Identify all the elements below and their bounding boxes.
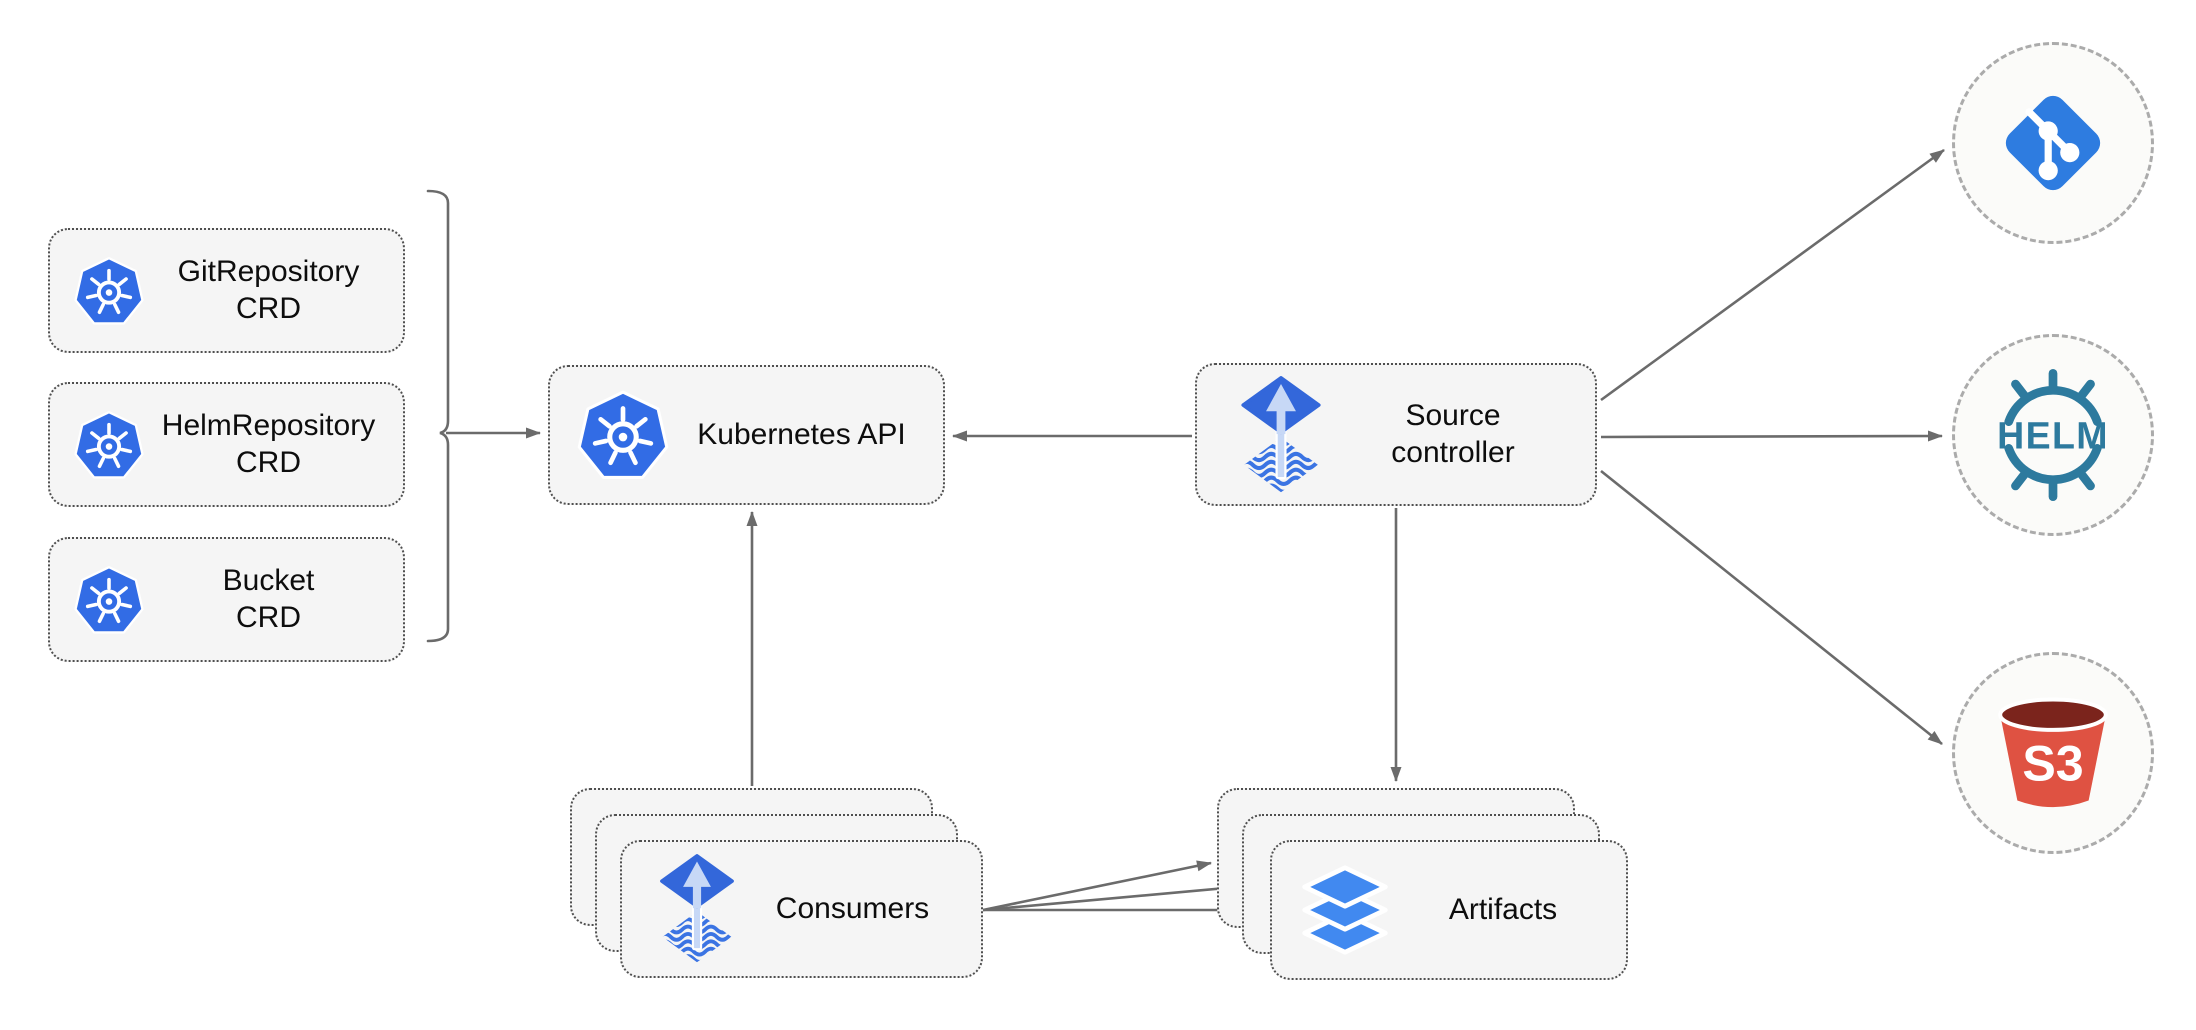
crd-label-line2: CRD [236, 445, 301, 479]
source-label-line1: Source [1405, 398, 1501, 432]
kubernetes-icon [70, 252, 148, 330]
crd-label-line2: CRD [236, 291, 301, 325]
node-helmrepository-crd: HelmRepository CRD [48, 382, 405, 507]
flux-icon [1237, 376, 1325, 494]
edge-consumers-to-artifacts-back [982, 860, 1212, 912]
node-kubernetes-api: Kubernetes API [548, 365, 945, 505]
node-label: Bucket CRD [148, 563, 403, 636]
crd-group-bracket [426, 189, 450, 643]
crd-label-line1: Bucket [222, 563, 315, 597]
node-consumers-stack: Consumers [570, 788, 983, 978]
node-label: Consumers [775, 891, 930, 925]
node-label: HelmRepository CRD [148, 408, 403, 481]
kubernetes-icon [572, 384, 674, 486]
flux-icon [656, 854, 738, 964]
endpoint-s3: S3 [1952, 652, 2154, 854]
node-consumers: Consumers [620, 840, 983, 978]
crd-label-line2: CRD [236, 600, 301, 634]
endpoint-git [1952, 42, 2154, 244]
node-bucket-crd: Bucket CRD [48, 537, 405, 662]
kubernetes-icon [70, 406, 148, 484]
node-source-controller: Source controller [1195, 363, 1597, 506]
edge-consumers-to-artifacts-middle [982, 882, 1238, 912]
endpoint-helm: HELM [1952, 334, 2154, 536]
s3-bucket-icon: S3 [1987, 687, 2119, 819]
source-label-line2: controller [1391, 435, 1515, 469]
git-icon [1993, 83, 2113, 203]
edge-source-controller-to-helm [1600, 430, 1943, 442]
node-artifacts: Artifacts [1270, 840, 1628, 980]
s3-logo-text: S3 [2022, 736, 2083, 792]
layers-icon [1296, 862, 1394, 958]
node-label: Artifacts [1448, 892, 1558, 926]
crd-label-line1: HelmRepository [161, 408, 376, 442]
helm-icon: HELM [1986, 368, 2120, 502]
kubernetes-icon [70, 561, 148, 639]
node-label: GitRepository CRD [148, 254, 403, 327]
node-gitrepository-crd: GitRepository CRD [48, 228, 405, 353]
crd-label-line1: GitRepository [177, 254, 360, 288]
edge-source-controller-to-s3 [1600, 469, 1943, 746]
node-artifacts-stack: Artifacts [1217, 788, 1628, 980]
helm-logo-text: HELM [1997, 414, 2109, 456]
edge-source-controller-to-git [1600, 148, 1945, 402]
node-label: Kubernetes API [697, 417, 906, 451]
node-label: Source controller [1325, 398, 1595, 471]
